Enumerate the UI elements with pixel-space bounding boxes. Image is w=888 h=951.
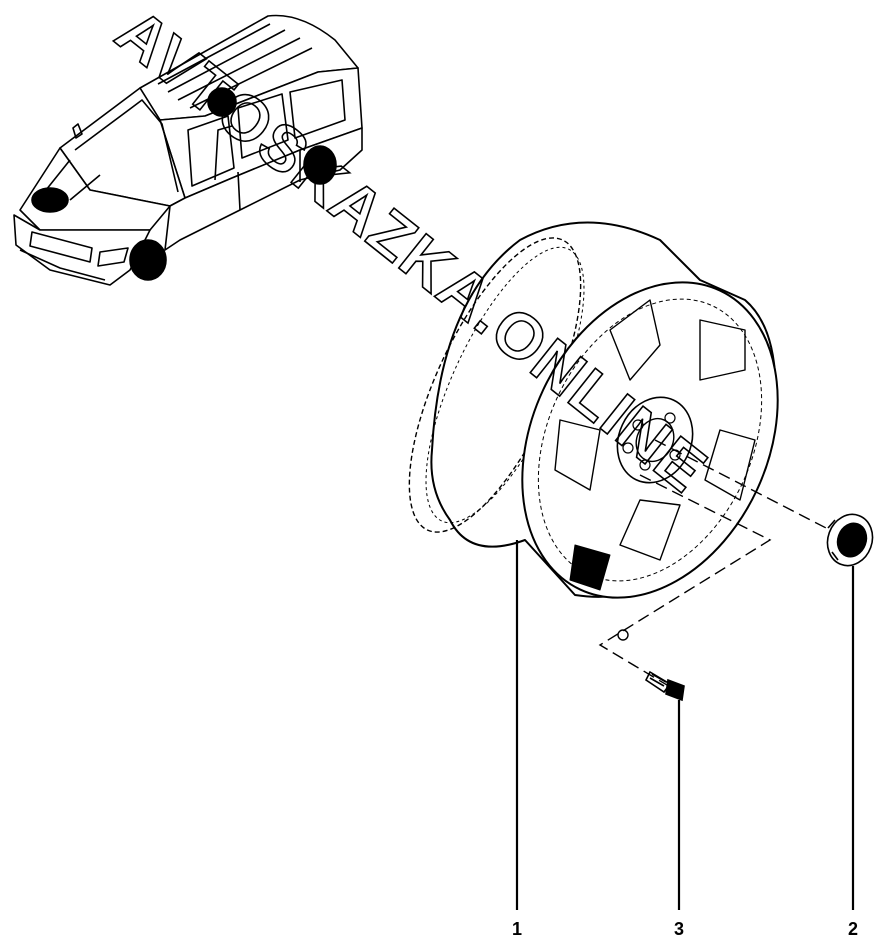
assembly-guide-lines <box>598 439 831 689</box>
callout-1: 1 <box>512 919 522 939</box>
wheel-bolt-illustration <box>644 670 685 702</box>
callout-2: 2 <box>848 919 858 939</box>
wheel-rim-illustration <box>408 221 779 599</box>
callout-3: 3 <box>674 919 684 939</box>
leader-lines <box>515 540 855 910</box>
vehicle-illustration <box>13 14 363 286</box>
center-cap-illustration <box>826 513 874 567</box>
